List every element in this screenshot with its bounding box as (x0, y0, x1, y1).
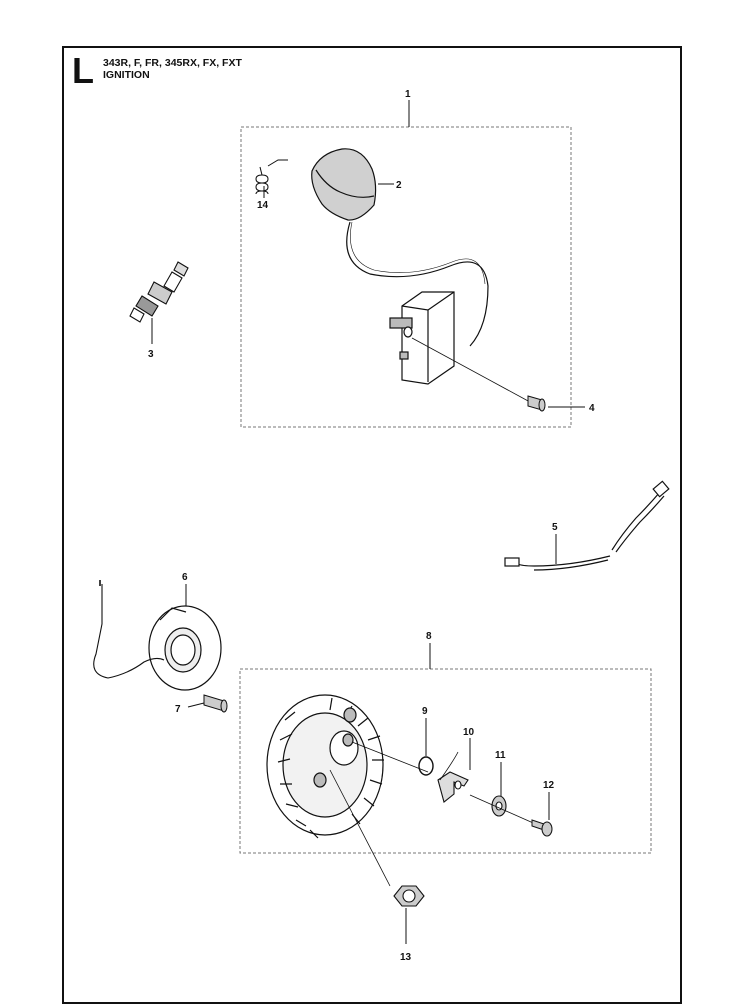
flywheel-nut (393, 885, 425, 907)
page-frame (62, 46, 682, 1004)
ignition-coil-ring (148, 605, 222, 691)
callout-2: 2 (396, 180, 402, 191)
screw-4 (527, 395, 546, 412)
circlip (418, 756, 434, 776)
callout-1: 1 (405, 89, 411, 100)
spring-part (255, 159, 288, 195)
spark-plug (129, 261, 189, 323)
callout-3: 3 (148, 349, 154, 360)
callout-7: 7 (175, 704, 181, 715)
bracket-part (437, 771, 469, 803)
screw-12 (531, 819, 553, 837)
callout-13: 13 (400, 952, 412, 963)
flywheel (266, 694, 384, 839)
ignition-cable (504, 480, 670, 571)
callout-12: 12 (543, 780, 555, 791)
group-box-ignition-module (240, 126, 572, 428)
callout-10: 10 (463, 727, 475, 738)
callout-4: 4 (589, 403, 595, 414)
screw-7 (203, 694, 228, 713)
diagram-title: IGNITION (103, 69, 150, 81)
washer (491, 795, 507, 817)
callout-6: 6 (182, 572, 188, 583)
callout-9: 9 (422, 706, 428, 717)
group-box-flywheel (239, 668, 652, 854)
callout-5: 5 (552, 522, 558, 533)
callout-8: 8 (426, 631, 432, 642)
model-list: 343R, F, FR, 345RX, FX, FXT (103, 57, 242, 69)
callout-11: 11 (495, 750, 506, 761)
callout-14: 14 (257, 200, 269, 211)
section-letter: L (72, 50, 94, 91)
spark-plug-boot (311, 148, 377, 221)
ignition-module (389, 291, 455, 385)
